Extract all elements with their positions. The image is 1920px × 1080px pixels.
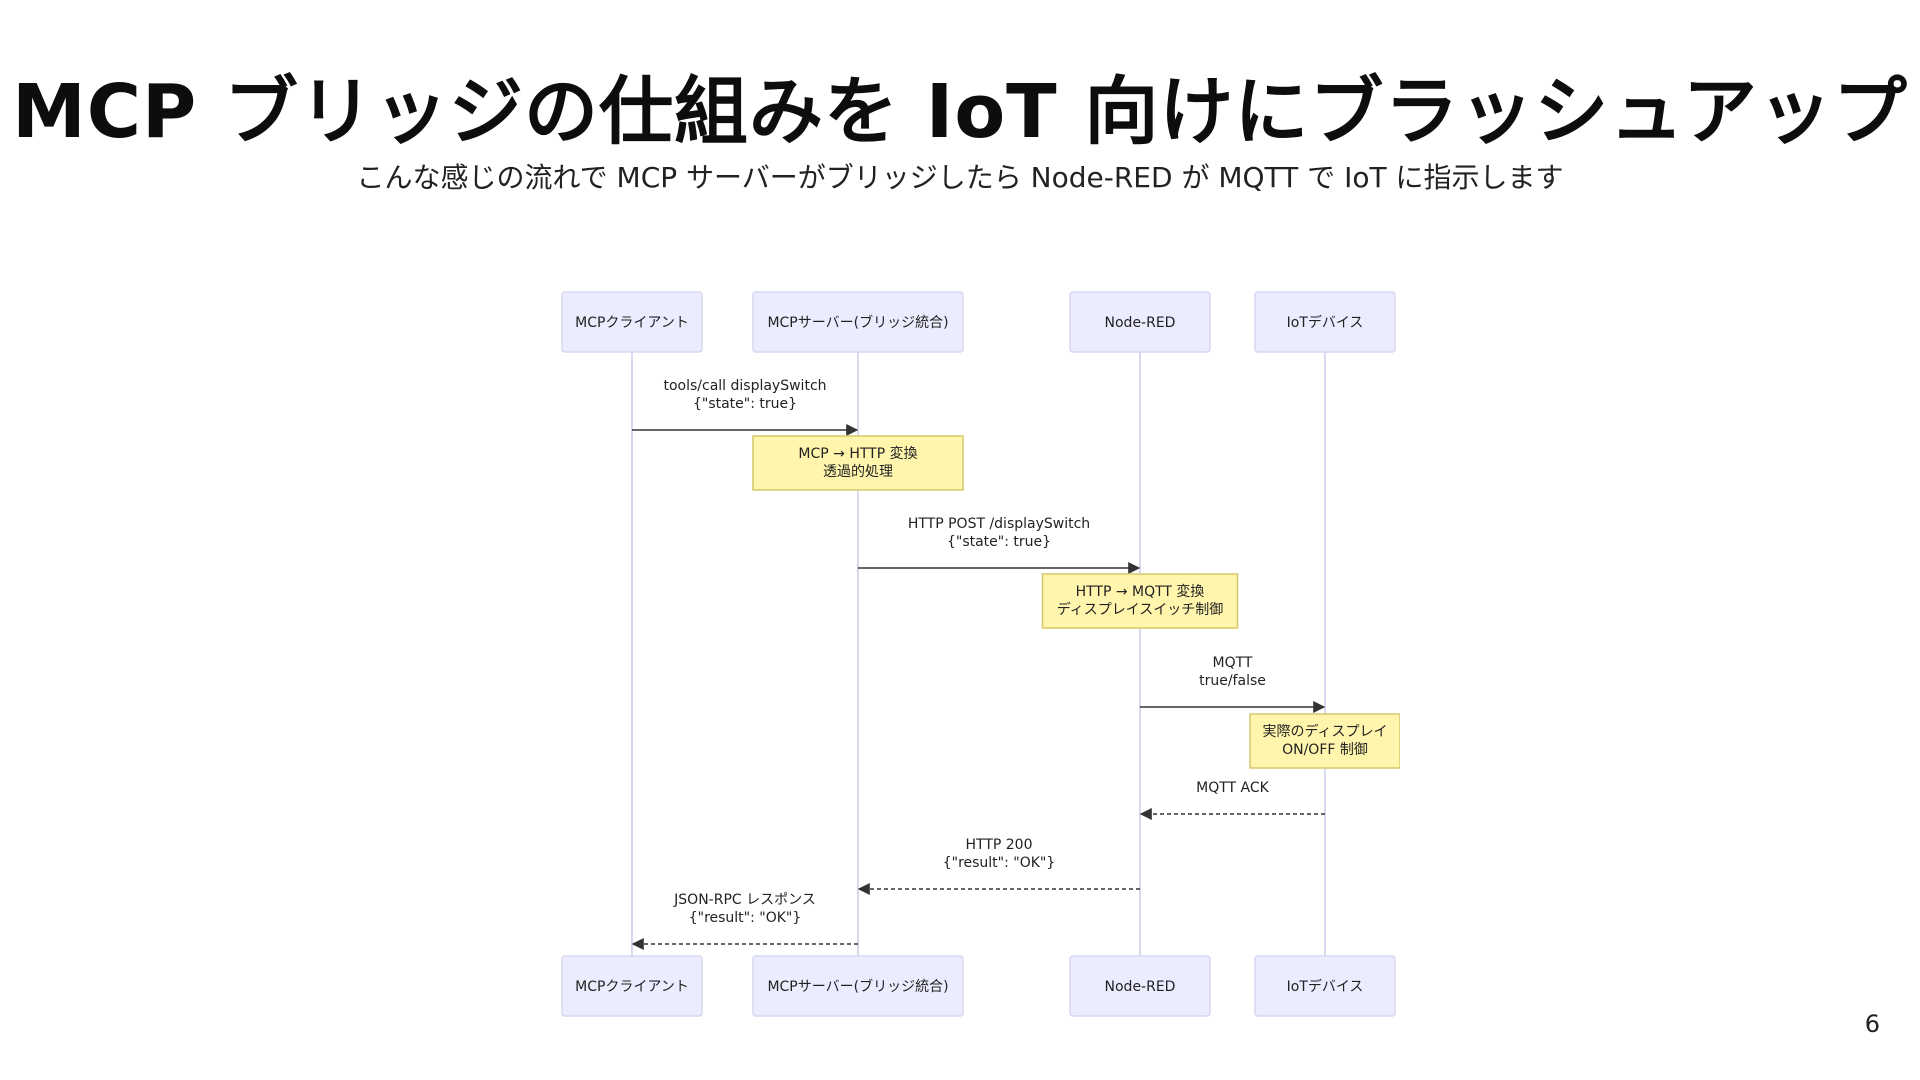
message-label-8-line-1: HTTP 200 [966,837,1033,853]
note-text-2-line-2: 透過的処理 [823,464,893,480]
message-label-5-line-2: true/false [1199,673,1266,689]
participant-box-bottom-server [752,955,964,1017]
participant-label-top-device: IoTデバイス [1287,314,1364,331]
message-label-3-line-2: {"state": true} [947,534,1051,550]
participant-label-top-server: MCPサーバー(ブリッジ統合) [767,314,948,331]
participant-box-top-server [752,291,964,353]
participant-label-top-client: MCPクライアント [575,315,689,331]
sequence-diagram: MCPクライアント MCPクライアント MCPサーバー(ブリッジ統合) MCPサーバー… [561,291,1400,1017]
participant-box-top-device [1254,291,1396,353]
participant-box-bottom-client [561,955,703,1017]
message-label-9-line-1: JSON-RPC レスポンス [673,892,816,908]
participant-box-bottom-nodered [1069,955,1211,1017]
note-box-2 [752,435,964,491]
message-label-1-line-1: tools/call displaySwitch [663,378,826,394]
note-text-6-line-2: ON/OFF 制御 [1282,742,1368,758]
message-label-3-line-1: HTTP POST /displaySwitch [908,516,1090,532]
slide-subtitle: こんな感じの流れで MCP サーバーがブリッジしたら Node-RED が MQ… [356,161,1564,194]
note-text-4-line-2: ディスプレイスイッチ制御 [1057,601,1224,618]
participant-box-top-client [561,291,703,353]
message-label-7-line-1: MQTT ACK [1196,780,1270,796]
participant-label-top-nodered: Node-RED [1105,315,1176,331]
participant-box-top-nodered [1069,291,1211,353]
message-label-1-line-2: {"state": true} [693,396,797,412]
participant-label-bottom-nodered: Node-RED [1105,979,1176,995]
participant-label-bottom-device: IoTデバイス [1287,978,1364,995]
note-box-6 [1249,713,1400,769]
page-number: 6 [1864,1010,1880,1038]
message-label-5-line-1: MQTT [1213,655,1253,671]
participant-box-bottom-device [1254,955,1396,1017]
note-text-2-line-1: MCP → HTTP 変換 [798,445,917,462]
message-label-9-line-2: {"result": "OK"} [689,910,802,926]
message-label-8-line-2: {"result": "OK"} [943,855,1056,871]
note-text-4-line-1: HTTP → MQTT 変換 [1076,583,1205,600]
slide-title: MCP ブリッジの仕組みを IoT 向けにブラッシュアップ [12,69,1908,155]
participant-label-bottom-server: MCPサーバー(ブリッジ統合) [767,978,948,995]
note-text-6-line-1: 実際のディスプレイ [1262,723,1387,740]
note-box-4 [1041,573,1239,629]
participant-label-bottom-client: MCPクライアント [575,979,689,995]
